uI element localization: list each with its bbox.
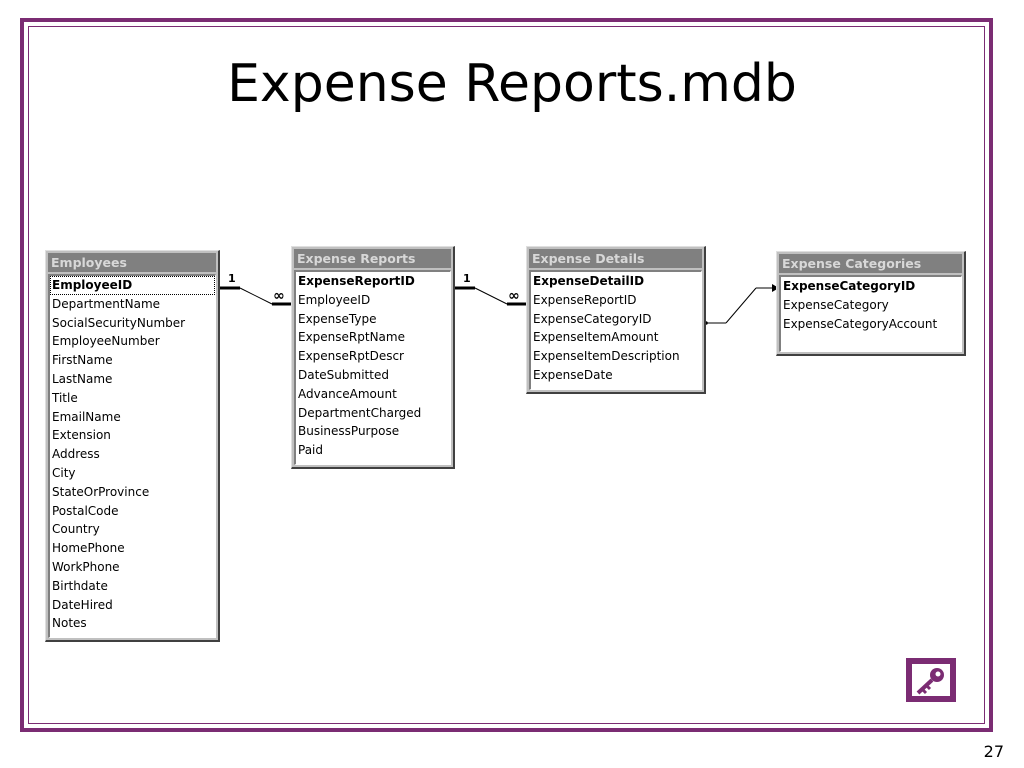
field-item[interactable]: ExpenseCategoryID <box>533 311 652 326</box>
slide-number: 27 <box>983 742 1004 761</box>
table-title[interactable]: Expense Details <box>529 249 702 268</box>
field-item[interactable]: EmailName <box>52 409 121 424</box>
expense-details-table[interactable]: Expense Details ExpenseDetailID ExpenseR… <box>526 246 706 394</box>
field-item[interactable]: ExpenseCategoryAccount <box>783 316 938 331</box>
relationship-employees-expense-reports[interactable]: 1 ∞ <box>220 272 292 306</box>
field-item[interactable]: City <box>52 465 76 480</box>
field-item[interactable]: ExpenseReportID <box>298 274 415 288</box>
relationship-many-label: ∞ <box>508 288 520 304</box>
relationship-details-categories[interactable] <box>704 284 779 325</box>
field-item[interactable]: PostalCode <box>52 503 119 518</box>
field-item[interactable]: DateSubmitted <box>298 367 389 382</box>
field-item[interactable]: Paid <box>298 443 324 458</box>
relationship-one-label: 1 <box>228 272 236 285</box>
field-item[interactable]: ExpenseDate <box>533 367 613 382</box>
field-item[interactable]: EmployeeNumber <box>52 334 160 349</box>
field-item[interactable]: Notes <box>52 616 87 631</box>
table-title[interactable]: Expense Reports <box>294 249 451 268</box>
field-item[interactable]: WorkPhone <box>52 559 120 574</box>
slide-title: Expense Reports.mdb <box>227 54 797 114</box>
access-key-icon <box>906 658 956 702</box>
field-item[interactable]: DepartmentName <box>52 296 161 311</box>
relationship-many-label: ∞ <box>273 288 285 304</box>
field-item[interactable]: Title <box>52 390 78 405</box>
expense-reports-table[interactable]: Expense Reports ExpenseReportID Employee… <box>291 246 455 469</box>
field-item[interactable]: ExpenseRptName <box>298 330 405 345</box>
field-item[interactable]: ExpenseReportID <box>533 292 637 307</box>
field-item[interactable]: ExpenseCategoryID <box>783 279 916 293</box>
field-list: ExpenseDetailID ExpenseReportID ExpenseC… <box>529 270 702 390</box>
field-item[interactable]: Extension <box>52 428 111 443</box>
field-item[interactable]: LastName <box>52 371 113 386</box>
field-item[interactable]: ExpenseItemAmount <box>533 330 659 345</box>
expense-categories-table[interactable]: Expense Categories ExpenseCategoryID Exp… <box>776 251 966 357</box>
relationship-one-label: 1 <box>463 272 471 285</box>
field-item[interactable]: AdvanceAmount <box>298 386 397 401</box>
table-title[interactable]: Expense Categories <box>779 254 962 273</box>
field-item[interactable]: Birthdate <box>52 578 108 593</box>
field-item[interactable]: FirstName <box>52 353 113 368</box>
field-item[interactable]: Address <box>52 447 100 462</box>
field-item[interactable]: ExpenseDetailID <box>533 274 645 288</box>
slide-frame-inner <box>28 26 985 724</box>
field-item[interactable]: Country <box>52 522 100 537</box>
field-item[interactable]: ExpenseType <box>298 311 377 326</box>
field-list: ExpenseCategoryID ExpenseCategory Expens… <box>779 275 962 353</box>
field-item[interactable]: BusinessPurpose <box>298 424 400 439</box>
field-list: EmployeeID DepartmentName SocialSecurity… <box>48 274 216 639</box>
field-item[interactable]: ExpenseRptDescr <box>298 349 404 364</box>
table-title[interactable]: Employees <box>48 253 216 272</box>
field-item[interactable]: ExpenseCategory <box>783 297 889 312</box>
field-item[interactable]: DepartmentCharged <box>298 405 422 420</box>
field-item[interactable]: HomePhone <box>52 541 125 556</box>
field-item[interactable]: EmployeeID <box>50 276 215 295</box>
field-item[interactable]: ExpenseItemDescription <box>533 349 680 364</box>
field-item[interactable]: SocialSecurityNumber <box>52 315 186 330</box>
slide-frame-outer <box>20 18 993 732</box>
field-list: ExpenseReportID EmployeeID ExpenseType E… <box>294 270 451 465</box>
relationship-reports-details[interactable]: 1 ∞ <box>455 272 527 306</box>
field-item[interactable]: StateOrProvince <box>52 484 150 499</box>
field-item[interactable]: DateHired <box>52 597 113 612</box>
field-item[interactable]: EmployeeID <box>298 292 371 307</box>
employees-table[interactable]: Employees EmployeeID DepartmentName Soci… <box>45 250 220 643</box>
